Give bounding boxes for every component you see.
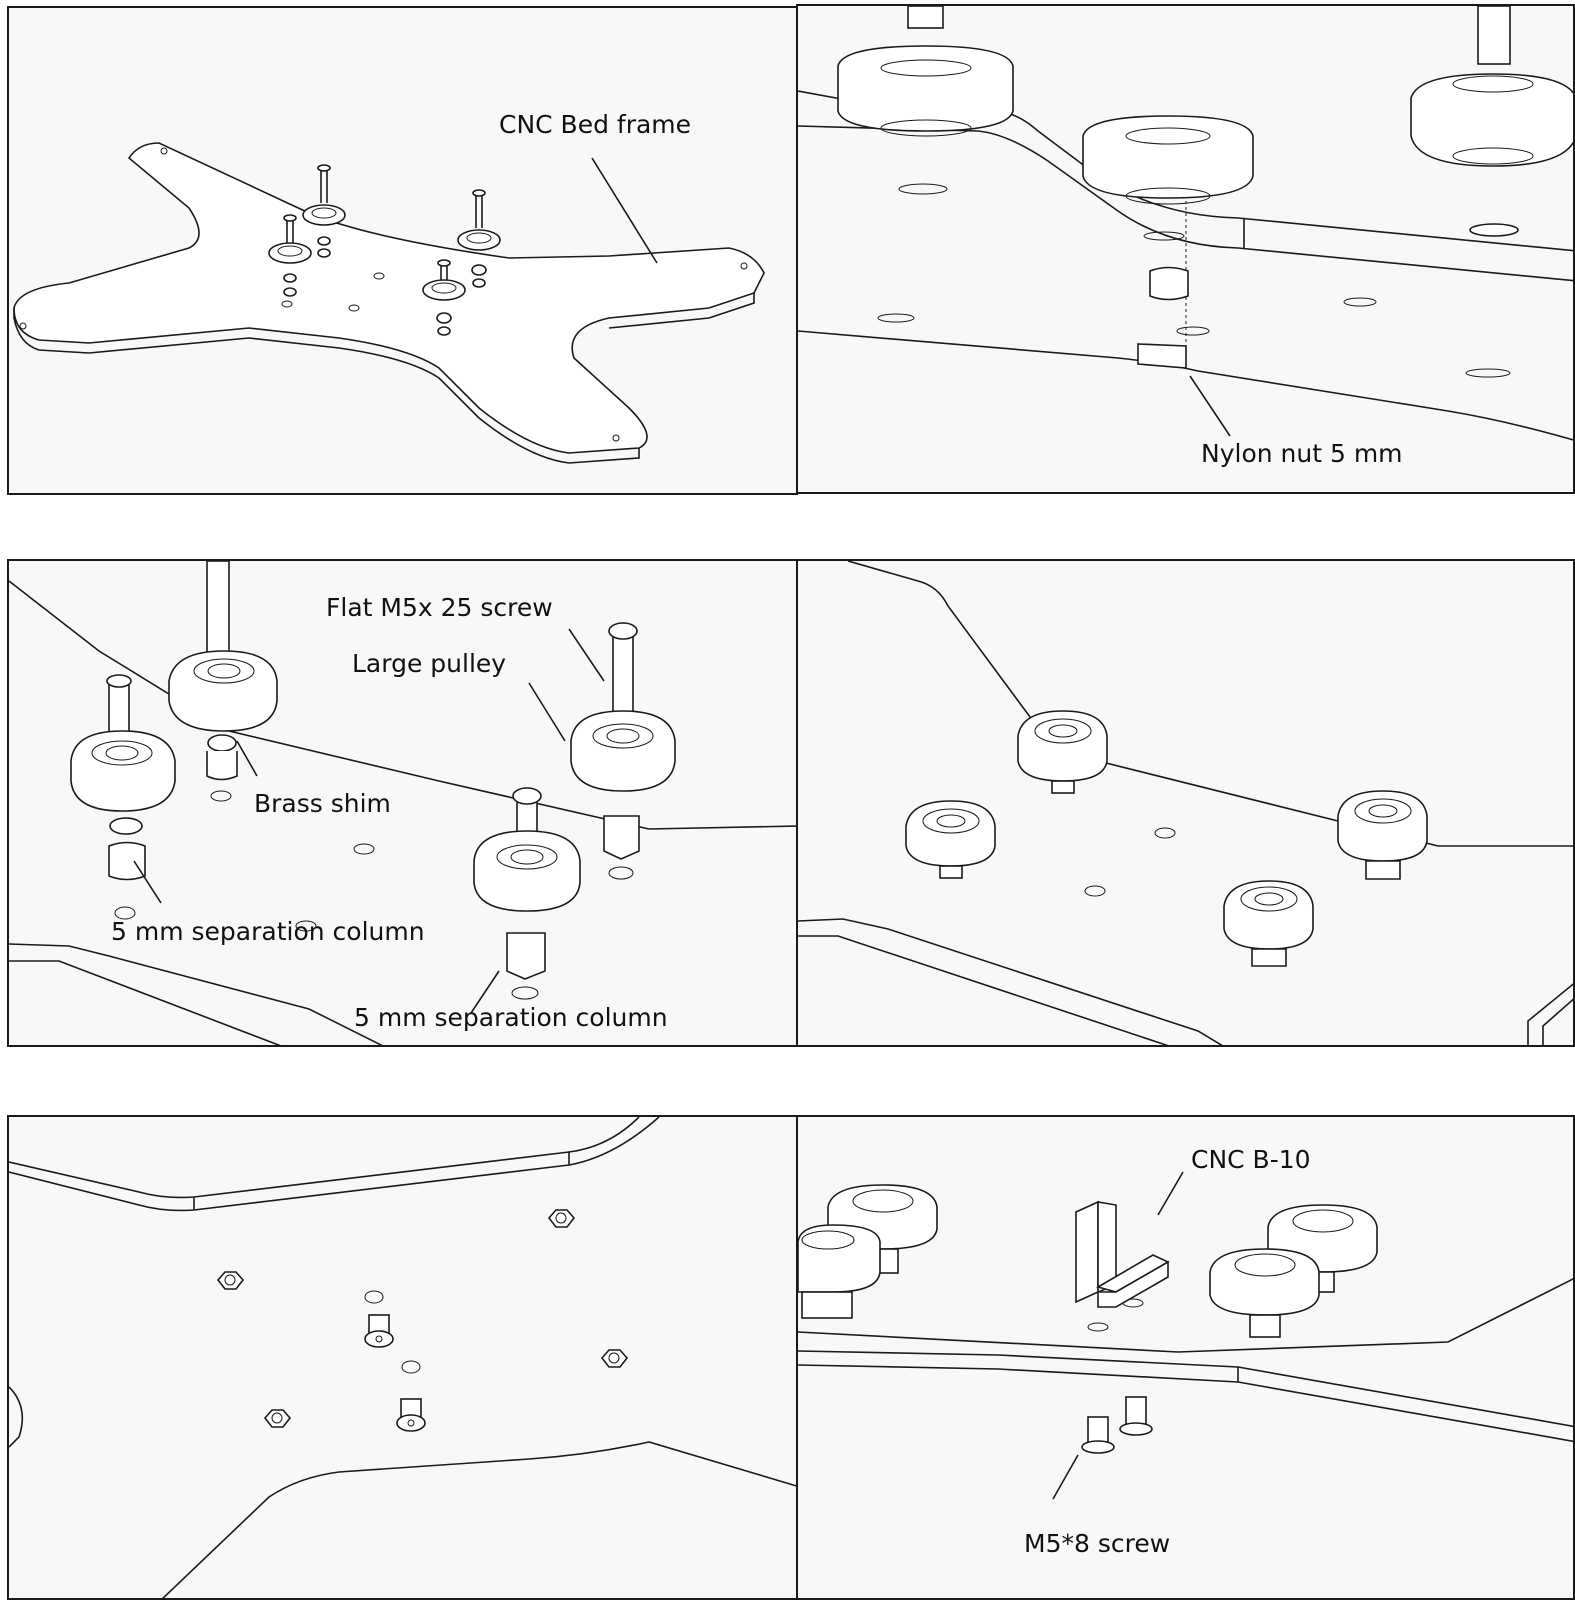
step-panel-6: CNC B-10 M5*8 screw xyxy=(796,1115,1575,1600)
hex-nut-3 xyxy=(600,1349,629,1368)
callout-m5x8-screw: M5*8 screw xyxy=(1024,1529,1171,1558)
pulley-bottom xyxy=(1223,880,1314,967)
pulley-assembly-drawing xyxy=(9,561,796,1045)
callout-flat-m5x25-screw: Flat M5x 25 screw xyxy=(326,593,553,622)
hex-nut-2 xyxy=(216,1271,245,1290)
pulley-b xyxy=(70,674,176,920)
step-panel-3: Flat M5x 25 screw Large pulley Brass shi… xyxy=(7,559,798,1047)
pulley-d xyxy=(473,787,581,1000)
step-panel-5 xyxy=(7,1115,798,1600)
leader-line xyxy=(528,682,566,742)
screw-head-1 xyxy=(364,1314,394,1348)
pulley-a xyxy=(168,561,278,802)
pulley-c xyxy=(570,622,676,880)
screw-head-2 xyxy=(396,1398,426,1432)
callout-nylon-nut: Nylon nut 5 mm xyxy=(1201,439,1403,468)
callout-cnc-b10: CNC B-10 xyxy=(1191,1145,1311,1174)
pulley-top xyxy=(1017,710,1108,794)
callout-separation-column-bottom: 5 mm separation column xyxy=(354,1003,668,1032)
pulley-2 xyxy=(302,164,346,258)
underside-nuts-drawing xyxy=(9,1117,796,1598)
leader-line xyxy=(133,860,162,904)
leader-line xyxy=(1189,375,1231,437)
pulley-3 xyxy=(457,189,501,288)
callout-large-pulley: Large pulley xyxy=(352,649,507,678)
assembled-pulleys-drawing xyxy=(798,561,1573,1045)
leader-line xyxy=(236,740,258,777)
callout-cnc-bed-frame: CNC Bed frame xyxy=(499,110,692,139)
hex-nut-4 xyxy=(263,1409,292,1428)
pulley-p6-right-front xyxy=(1209,1248,1320,1338)
leader-line xyxy=(568,628,605,682)
m5x8-screw-1 xyxy=(1119,1396,1153,1436)
cnc-b10-bracket-drawing xyxy=(798,1171,1573,1500)
callout-brass-shim: Brass shim xyxy=(254,789,391,818)
leader-line xyxy=(1157,1171,1184,1216)
pulley-p6-left-front xyxy=(798,1224,881,1319)
pulley-1 xyxy=(268,214,312,297)
bed-frame-drawing xyxy=(13,142,765,464)
step-panel-4 xyxy=(796,559,1575,1047)
nylon-nut-closeup-drawing xyxy=(798,6,1573,441)
pulley-right xyxy=(1337,790,1428,880)
step-panel-1: CNC Bed frame xyxy=(7,6,798,495)
cnc-b10-bracket xyxy=(1075,1200,1170,1308)
pulley-left xyxy=(905,800,996,879)
pulley-exploded-left xyxy=(837,6,1014,137)
hex-nut-1 xyxy=(547,1209,576,1228)
pulley-exploded-right xyxy=(1410,6,1573,237)
pulley-exploded-center xyxy=(1082,115,1254,369)
callout-separation-column-left: 5 mm separation column xyxy=(111,917,425,946)
pulley-4 xyxy=(422,259,466,336)
leader-line xyxy=(470,970,500,1014)
leader-line xyxy=(1052,1454,1079,1500)
m5x8-screw-2 xyxy=(1081,1416,1115,1454)
step-panel-2: Nylon nut 5 mm xyxy=(796,4,1575,494)
leader-line xyxy=(591,157,658,264)
